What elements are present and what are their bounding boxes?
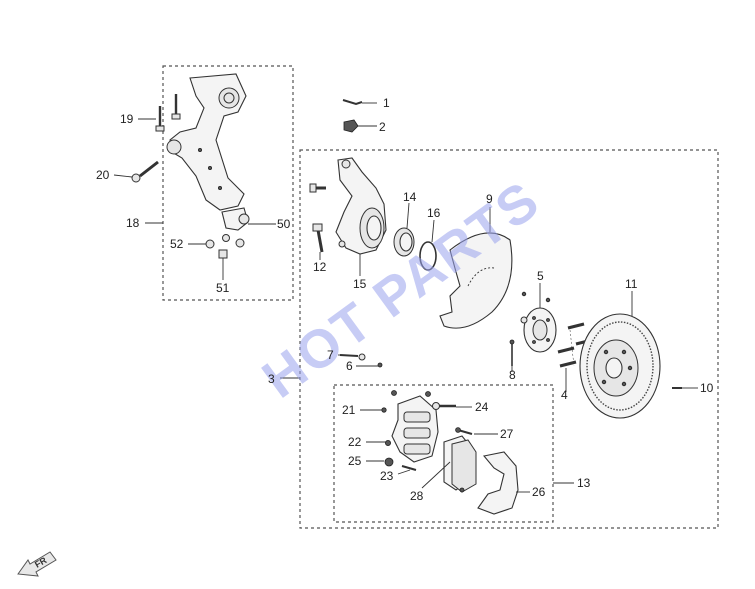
caliper-small-parts [381, 390, 473, 493]
callout-25: 25 [348, 454, 362, 468]
callout-12: 12 [313, 260, 327, 274]
callout-52: 52 [170, 237, 184, 251]
callout-4: 4 [561, 388, 568, 402]
clip-6 [377, 362, 383, 368]
hub-fasteners-small [521, 291, 551, 303]
callout-14: 14 [403, 190, 417, 204]
callout-5: 5 [537, 269, 544, 283]
callout-23: 23 [380, 469, 394, 483]
callout-22: 22 [348, 435, 362, 449]
callout-28: 28 [410, 489, 424, 503]
knuckle-bolt [309, 183, 326, 193]
callout-50: 50 [277, 217, 291, 231]
nut-52 [205, 239, 215, 249]
callout-2: 2 [379, 120, 386, 134]
brake-disc-rotor [579, 313, 661, 419]
callout-15: 15 [353, 277, 367, 291]
callout-19: 19 [120, 112, 134, 126]
front-direction-arrow-icon: FR [17, 551, 57, 577]
callout-18: 18 [126, 216, 140, 230]
leader-23 [397, 469, 411, 475]
sensor-8 [509, 339, 515, 366]
callout-16: 16 [427, 206, 441, 220]
wheel-hub [520, 307, 557, 353]
brake-dust-shield [439, 232, 513, 329]
callout-10: 10 [700, 381, 714, 395]
callout-3: 3 [268, 372, 275, 386]
steering-knuckle [335, 157, 387, 255]
cotter-pin-1 [342, 99, 363, 106]
sensor-bolt-7 [339, 353, 366, 361]
callout-51: 51 [216, 281, 230, 295]
callout-7: 7 [327, 348, 334, 362]
hub-assembly-group-box [299, 149, 719, 529]
bolt-12 [312, 223, 324, 253]
callout-27: 27 [500, 427, 514, 441]
nut-51 [218, 249, 228, 259]
leader-16 [431, 219, 435, 243]
leader-28 [421, 461, 451, 489]
callout-9: 9 [486, 192, 493, 206]
callout-21: 21 [342, 403, 356, 417]
leader-14 [406, 202, 410, 229]
callout-13: 13 [577, 476, 591, 490]
control-arm-group-box [162, 65, 294, 301]
callout-24: 24 [475, 400, 489, 414]
wheel-studs [557, 322, 593, 368]
ball-joint [221, 207, 250, 248]
leader-20 [113, 174, 133, 178]
callout-26: 26 [532, 485, 546, 499]
control-arm-bolt-20 [131, 160, 159, 183]
caliper-bracket [477, 451, 519, 515]
callout-8: 8 [509, 368, 516, 382]
hub-nut-2 [343, 119, 359, 133]
brake-pads [443, 435, 477, 493]
control-arm-bolt-19 [155, 94, 181, 132]
callout-1: 1 [383, 96, 390, 110]
caliper-group-box [333, 384, 554, 523]
lower-control-arm [166, 73, 247, 211]
caliper-body [391, 395, 439, 463]
wheel-bearing [393, 227, 415, 257]
callout-6: 6 [346, 359, 353, 373]
callout-11: 11 [625, 277, 638, 291]
callout-20: 20 [96, 168, 110, 182]
snap-ring [419, 241, 437, 271]
